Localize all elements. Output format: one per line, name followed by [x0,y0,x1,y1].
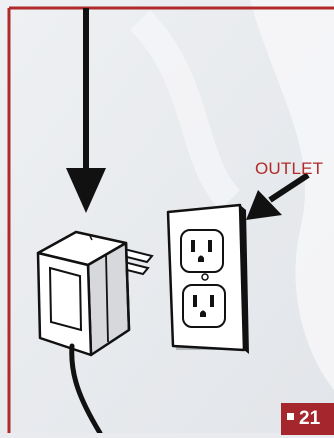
wall-outlet-icon [168,205,249,354]
outlet-label: OUTLET [255,159,323,179]
page-badge: 21 [281,403,334,435]
badge-square-icon [287,413,294,420]
page-number: 21 [299,408,320,429]
